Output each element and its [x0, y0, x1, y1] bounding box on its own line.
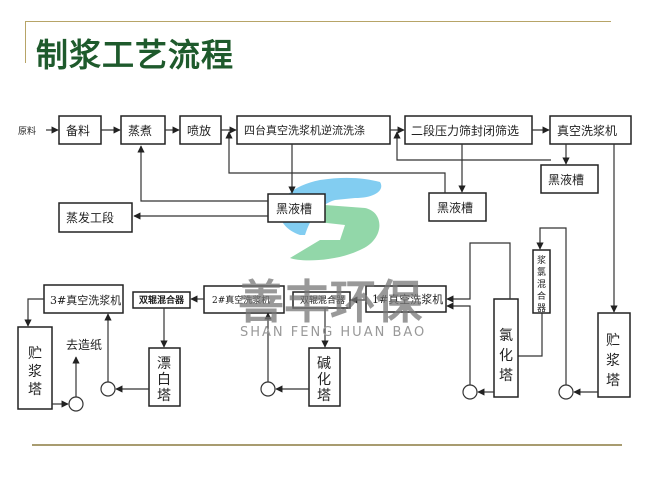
node-wash1	[365, 285, 447, 313]
node-bleach-tower	[148, 347, 181, 407]
node-chlorine-mixer-char-5: 器	[537, 303, 546, 314]
node-storage-right-char-3: 塔	[606, 373, 620, 389]
pump-alkali	[260, 381, 276, 397]
node-evaporation	[58, 202, 133, 233]
node-alkali-char-2: 化	[317, 372, 331, 388]
node-bleach-char-1: 漂	[157, 356, 171, 372]
node-prep	[58, 115, 102, 145]
node-black-liquor-1-label: 黑液槽	[276, 201, 312, 216]
node-alkali-char-1: 碱	[317, 356, 331, 372]
node-blow	[179, 115, 222, 145]
node-wash2-label: 2#真空洗浆机	[212, 294, 270, 306]
node-mixer2	[132, 291, 191, 309]
node-wash2	[203, 285, 285, 314]
node-screen-label: 二段压力筛封闭筛选	[411, 123, 519, 138]
line-chlmixer-chlorination	[518, 313, 543, 357]
pump-right	[558, 384, 574, 400]
bottom-rule	[32, 444, 622, 446]
node-bleach-char-3: 塔	[157, 388, 171, 404]
node-vacwash-label: 真空洗浆机	[557, 123, 617, 138]
node-mixer1	[292, 291, 351, 309]
node-wash4-label: 四台真空洗浆机逆流洗涤	[244, 123, 365, 137]
node-storage-left-char-3: 塔	[28, 382, 42, 398]
top-rule	[25, 21, 611, 22]
node-mixer2-label: 双辊混合器	[139, 294, 185, 306]
node-wash3-label: 3#真空洗浆机	[50, 293, 121, 307]
node-storage-left	[17, 326, 53, 410]
node-chlorine-mixer-char-3: 混	[537, 279, 546, 290]
left-rule	[25, 21, 26, 63]
arrow-wash3-storage	[24, 298, 44, 327]
node-storage-left-char-1: 贮	[28, 346, 42, 362]
page-title: 制浆工艺流程	[36, 36, 235, 74]
watermark-text: 善丰环保	[238, 275, 423, 329]
papermaking-label: 去造纸	[66, 338, 102, 352]
node-black-liquor-2	[428, 192, 487, 222]
node-storage-right-char-2: 浆	[606, 353, 620, 369]
watermark-english: SHAN FENG HUAN BAO	[240, 325, 426, 340]
arrow-chlorination-wash1	[446, 242, 511, 303]
arrow-pump-chlmixer	[536, 227, 567, 385]
node-wash1-label: 1#真空洗浆机	[372, 292, 443, 306]
node-chlorine-mixer-char-1: 浆	[537, 254, 546, 266]
node-storage-left-char-2: 浆	[28, 364, 42, 380]
node-chlorine-mixer-char-4: 合	[537, 290, 546, 302]
node-blow-label: 喷放	[187, 123, 211, 138]
node-storage-right	[597, 312, 631, 398]
arrow-bl1-cook	[137, 145, 268, 202]
node-chlorination-char-1: 氯	[499, 328, 513, 344]
node-chlorination-char-3: 塔	[499, 368, 513, 384]
arrow-pump-wash1	[446, 302, 471, 385]
node-mixer1-label: 双辊混合器	[300, 294, 345, 306]
node-chlorination-char-2: 化	[499, 348, 513, 364]
node-screen	[404, 115, 533, 145]
node-black-liquor-2-label: 黑液槽	[437, 200, 473, 215]
pump-chlorination	[462, 384, 478, 400]
node-black-liquor-3-label: 黑液槽	[548, 172, 584, 187]
arrow-return-blow	[225, 131, 325, 174]
arrow-return-screen	[393, 131, 551, 161]
node-wash4	[236, 115, 391, 145]
pump-storage-left	[68, 396, 84, 412]
node-alkali-char-3: 塔	[317, 388, 331, 404]
node-black-liquor-3	[540, 164, 599, 194]
raw-material-label: 原料	[18, 125, 36, 137]
node-vacwash	[549, 115, 632, 145]
line-bl2-return	[325, 172, 446, 193]
node-bleach-char-2: 白	[157, 372, 171, 388]
node-cook-label: 蒸煮	[128, 124, 152, 138]
node-prep-label: 备料	[66, 124, 90, 138]
node-wash3	[43, 284, 124, 314]
node-evaporation-label: 蒸发工段	[66, 210, 114, 225]
node-chlorination-tower	[493, 298, 519, 398]
node-chlorine-mixer-char-2: 氯	[537, 266, 546, 278]
node-storage-right-char-1: 贮	[606, 333, 620, 349]
node-black-liquor-1	[267, 193, 326, 223]
node-alkali-tower	[308, 347, 341, 407]
pump-bleach	[100, 381, 116, 397]
